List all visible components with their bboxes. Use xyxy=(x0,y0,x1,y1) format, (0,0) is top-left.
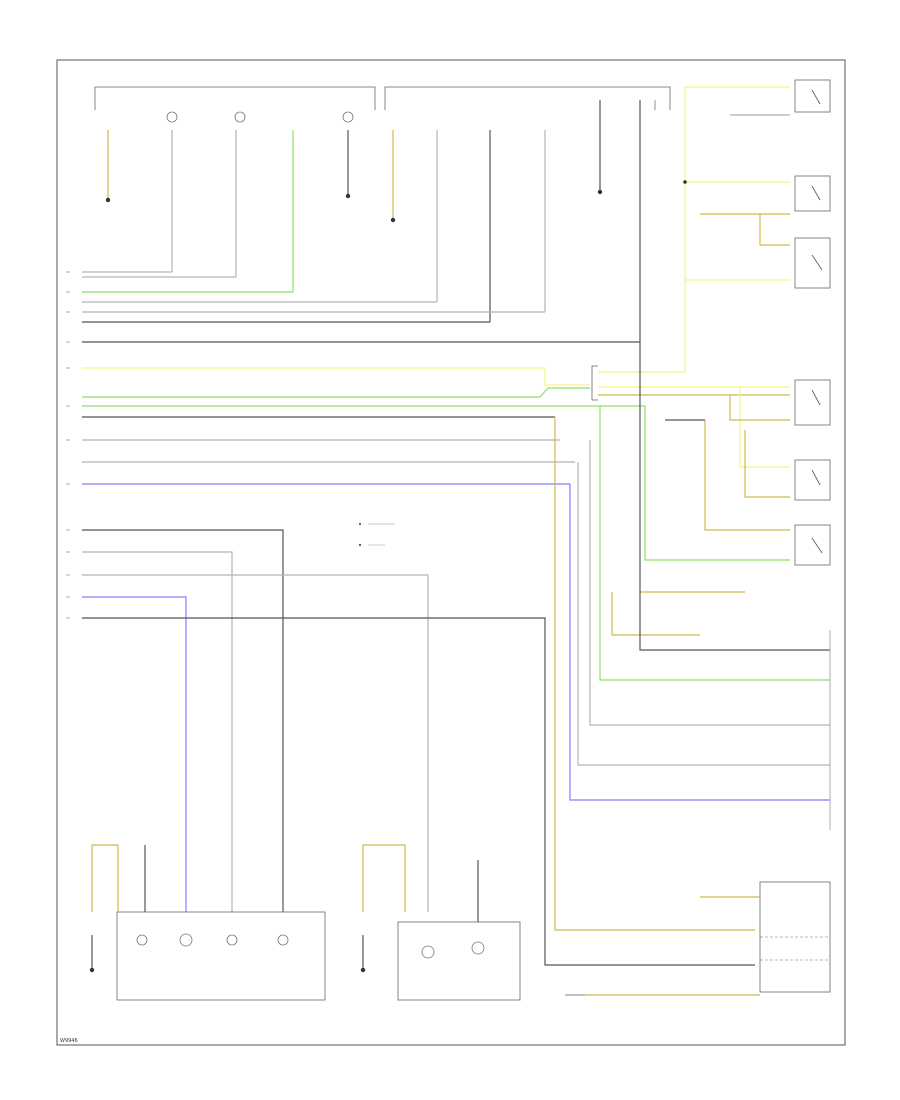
lamp-icon xyxy=(226,934,238,946)
bottom-right-lamp-assembly xyxy=(565,881,831,996)
lamp-icon xyxy=(471,941,485,955)
diagram-id: W9946 xyxy=(60,1038,78,1044)
diagram-frame xyxy=(56,59,846,1046)
lamp-icon xyxy=(421,945,435,959)
lamp-icon xyxy=(277,934,289,946)
legend xyxy=(359,523,395,546)
left-pin-marks xyxy=(66,271,70,619)
center-top-housing xyxy=(384,86,671,110)
lamp-icon xyxy=(342,111,354,123)
bottom-center-lamp-assembly xyxy=(360,844,521,1001)
right-middle-switches xyxy=(794,379,831,566)
right-top-wires xyxy=(683,86,790,372)
right-lower-wires xyxy=(569,342,831,830)
lamp-icon xyxy=(179,933,193,947)
center-top-wires xyxy=(390,100,656,342)
lamp-icon xyxy=(234,111,246,123)
left-top-wires xyxy=(105,111,354,292)
bottom-left-lamp-assembly xyxy=(89,844,326,1001)
right-top-switches xyxy=(794,79,831,289)
left-harness-lines xyxy=(82,271,640,485)
junction-connector xyxy=(591,365,790,401)
lower-harness-lines xyxy=(82,417,755,966)
lamp-icon xyxy=(136,934,148,946)
right-middle-wires xyxy=(620,387,790,561)
lamp-icon xyxy=(166,111,178,123)
left-top-housing xyxy=(94,86,376,110)
